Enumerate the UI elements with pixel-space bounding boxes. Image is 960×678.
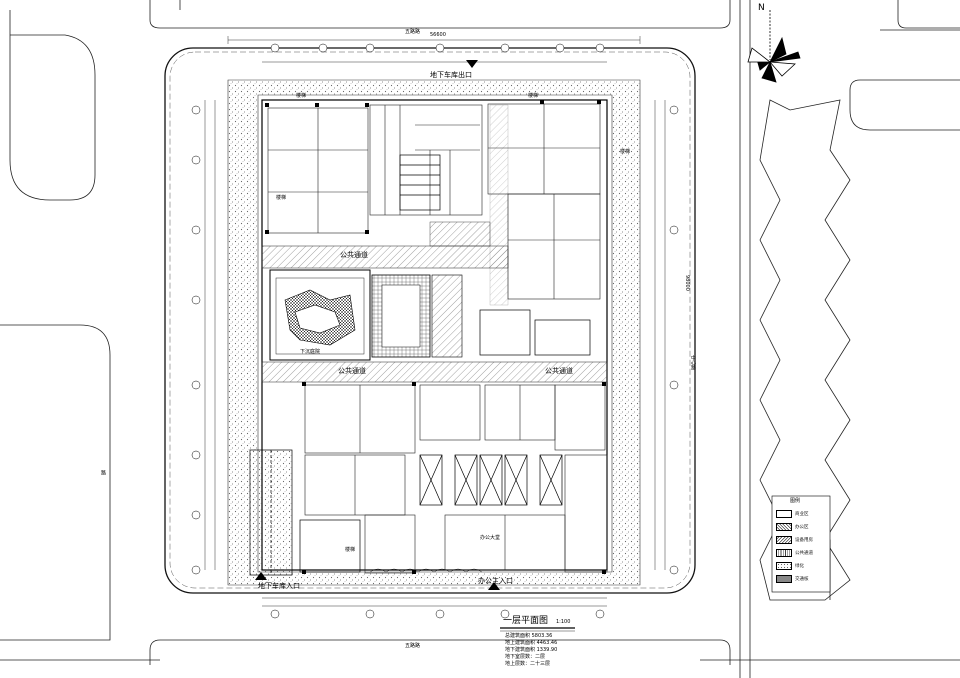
entrance-arrows — [255, 60, 500, 590]
public-passage-mid — [261, 361, 608, 383]
top-wing — [267, 103, 601, 300]
road-label-left: 路 — [100, 470, 106, 475]
legend-swatch — [776, 523, 792, 531]
stair-label-b: 楼梯 — [528, 93, 539, 99]
note-line: 地上层数：二十三层 — [505, 661, 551, 667]
landscape-band — [227, 79, 641, 586]
legend-item: 绿化 — [776, 562, 804, 570]
legend-title: 图例 — [790, 498, 801, 504]
north-arrow-icon — [747, 10, 801, 83]
garage-entrance-label: 地下车库入口 — [258, 582, 300, 590]
sunken-courtyard-label: 下沉庭院 — [300, 349, 321, 355]
dimension-lines — [204, 36, 666, 607]
drawing-title: 一层平面图 — [503, 616, 549, 626]
legend-swatch — [776, 536, 792, 544]
stair-label-c: 楼梯 — [276, 195, 287, 201]
public-passage-label-1: 公共通道 — [340, 251, 368, 259]
column-grid — [265, 100, 606, 574]
garage-ramp — [249, 449, 361, 576]
legend-item: 办公区 — [776, 523, 809, 531]
legend-item: 设备用房 — [776, 536, 813, 544]
legend-item: 商业区 — [776, 510, 809, 518]
site-boundary — [164, 47, 696, 594]
garage-exit-label: 地下车库出口 — [430, 71, 472, 79]
legend-swatch — [776, 575, 792, 583]
public-passage-north — [261, 245, 509, 269]
north-label: N — [758, 3, 765, 13]
road-label-top: 五路路 — [405, 29, 421, 35]
public-passage-label-3: 公共通道 — [545, 367, 573, 375]
dimension-total-horizontal: 56600 — [430, 32, 446, 38]
building-outline — [261, 99, 608, 571]
notes-block: 总建筑面积 5803.36 地上建筑面积 4463.46 地下建筑面积 1339… — [505, 634, 557, 667]
office-hall-label: 办公大堂 — [480, 535, 501, 541]
legend-label: 公共通道 — [795, 551, 813, 556]
legend-label: 商业区 — [795, 512, 809, 517]
note-line: 地下室层数：二层 — [505, 654, 546, 660]
legend-label: 绿化 — [795, 564, 804, 569]
elevator-shafts — [419, 454, 563, 506]
note-line: 地上建筑面积 4463.46 — [505, 640, 558, 646]
sunken-courtyard — [269, 269, 463, 361]
legend-swatch — [776, 549, 792, 557]
stair-label-a: 楼梯 — [296, 93, 307, 99]
note-line: 总建筑面积 5803.36 — [505, 633, 553, 639]
stair-label-e: 楼梯 — [345, 547, 356, 553]
legend-label: 办公区 — [795, 525, 809, 530]
legend-item: 交通核 — [776, 575, 809, 583]
legend-swatch — [776, 562, 792, 570]
legend-label: 交通核 — [795, 577, 809, 582]
axis-bubbles — [191, 43, 679, 619]
legend-item: 公共通道 — [776, 549, 813, 557]
dimension-total-vertical: 98000 — [684, 275, 690, 291]
public-passage-label-2: 公共通道 — [338, 367, 366, 375]
note-line: 地下建筑面积 1339.90 — [505, 647, 558, 653]
office-entrance-label: 办公主入口 — [478, 577, 513, 585]
bottom-wing — [304, 384, 608, 574]
drawing-scale: 1:100 — [556, 619, 571, 625]
south-facade — [369, 568, 483, 573]
stair-label-d: 楼梯 — [620, 149, 631, 155]
cores — [399, 154, 591, 356]
road-label-bottom: 五路路 — [405, 643, 421, 649]
road-label-right: 中心路 — [690, 355, 696, 370]
legend-swatch — [776, 510, 792, 518]
legend-label: 设备用房 — [795, 538, 813, 543]
